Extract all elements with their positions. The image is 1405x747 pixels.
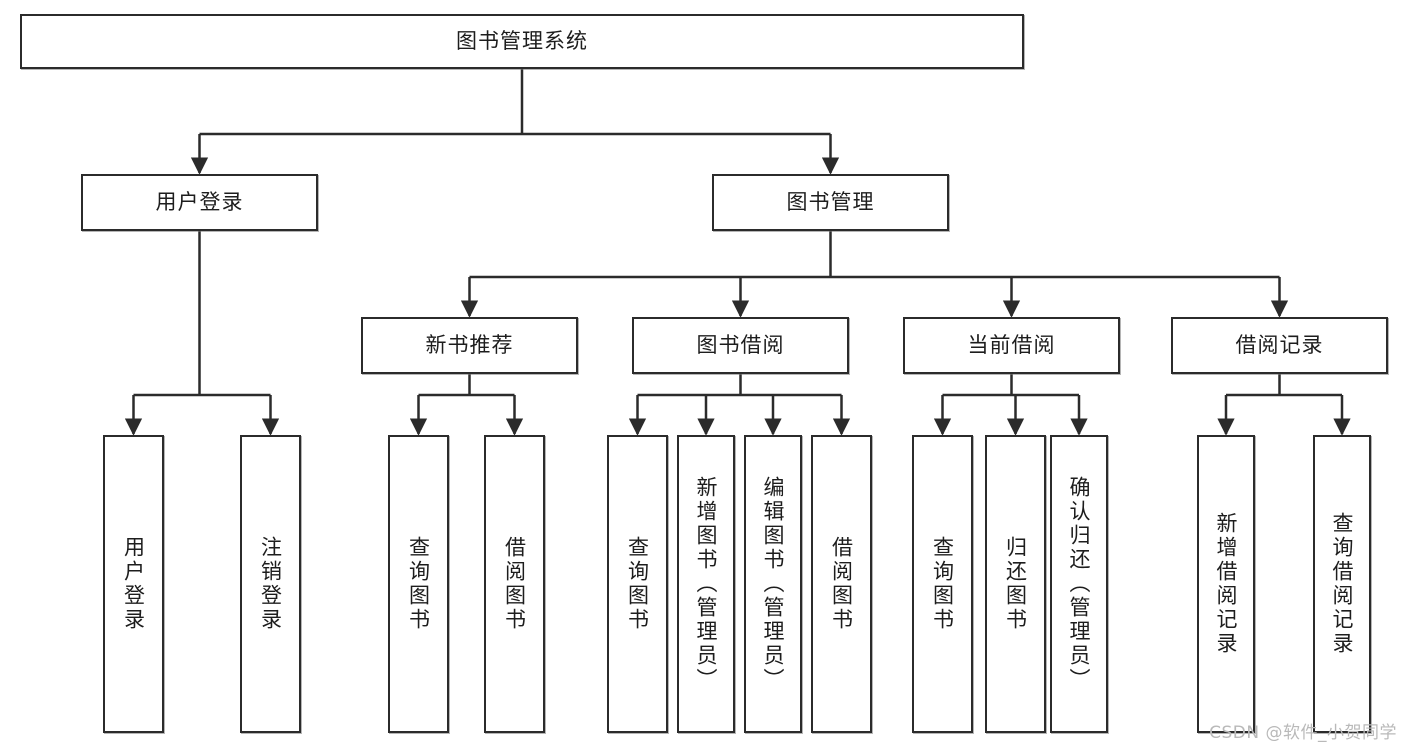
node-book-management[interactable]: 图书管理 xyxy=(712,174,949,231)
node-label: 新增借阅记录 xyxy=(1214,512,1239,656)
node-leaf-user-login[interactable]: 用户登录 xyxy=(103,435,164,733)
node-label: 归还图书 xyxy=(1003,536,1028,632)
node-label: 用户登录 xyxy=(121,536,146,632)
node-root-book-management-system[interactable]: 图书管理系统 xyxy=(20,14,1024,69)
node-label: 编辑图书（管理员） xyxy=(761,476,786,692)
node-label: 注销登录 xyxy=(258,536,283,632)
node-leaf-return-book[interactable]: 归还图书 xyxy=(985,435,1046,733)
node-leaf-add-book-admin[interactable]: 新增图书（管理员） xyxy=(677,435,735,733)
node-label: 确认归还（管理员） xyxy=(1067,476,1092,692)
node-label: 借阅记录 xyxy=(1235,332,1324,357)
node-label: 图书管理系统 xyxy=(456,28,588,53)
node-label: 新书推荐 xyxy=(425,332,514,357)
node-leaf-query-borrowing-record[interactable]: 查询借阅记录 xyxy=(1313,435,1371,733)
node-label: 借阅图书 xyxy=(502,536,527,632)
node-label: 查询图书 xyxy=(930,536,955,632)
node-borrowing-records[interactable]: 借阅记录 xyxy=(1171,317,1388,374)
node-leaf-confirm-return-admin[interactable]: 确认归还（管理员） xyxy=(1050,435,1108,733)
node-label: 查询图书 xyxy=(625,536,650,632)
node-leaf-edit-book-admin[interactable]: 编辑图书（管理员） xyxy=(744,435,802,733)
node-leaf-query-book-3[interactable]: 查询图书 xyxy=(912,435,973,733)
node-label: 查询图书 xyxy=(406,536,431,632)
node-label: 借阅图书 xyxy=(829,536,854,632)
csdn-watermark: CSDN @软件_小贺同学 xyxy=(1209,723,1397,743)
node-label: 新增图书（管理员） xyxy=(694,476,719,692)
node-current-borrowing[interactable]: 当前借阅 xyxy=(903,317,1120,374)
node-label: 图书借阅 xyxy=(696,332,785,357)
node-label: 查询借阅记录 xyxy=(1330,512,1355,656)
node-leaf-query-book-2[interactable]: 查询图书 xyxy=(607,435,668,733)
node-label: 图书管理 xyxy=(786,189,875,214)
node-new-book-recommendation[interactable]: 新书推荐 xyxy=(361,317,578,374)
node-label: 用户登录 xyxy=(155,189,244,214)
node-book-borrowing[interactable]: 图书借阅 xyxy=(632,317,849,374)
node-leaf-borrow-book-2[interactable]: 借阅图书 xyxy=(811,435,872,733)
node-leaf-logout[interactable]: 注销登录 xyxy=(240,435,301,733)
node-user-login[interactable]: 用户登录 xyxy=(81,174,318,231)
node-leaf-query-book-1[interactable]: 查询图书 xyxy=(388,435,449,733)
node-label: 当前借阅 xyxy=(967,332,1056,357)
node-leaf-add-borrowing-record[interactable]: 新增借阅记录 xyxy=(1197,435,1255,733)
node-leaf-borrow-book-1[interactable]: 借阅图书 xyxy=(484,435,545,733)
